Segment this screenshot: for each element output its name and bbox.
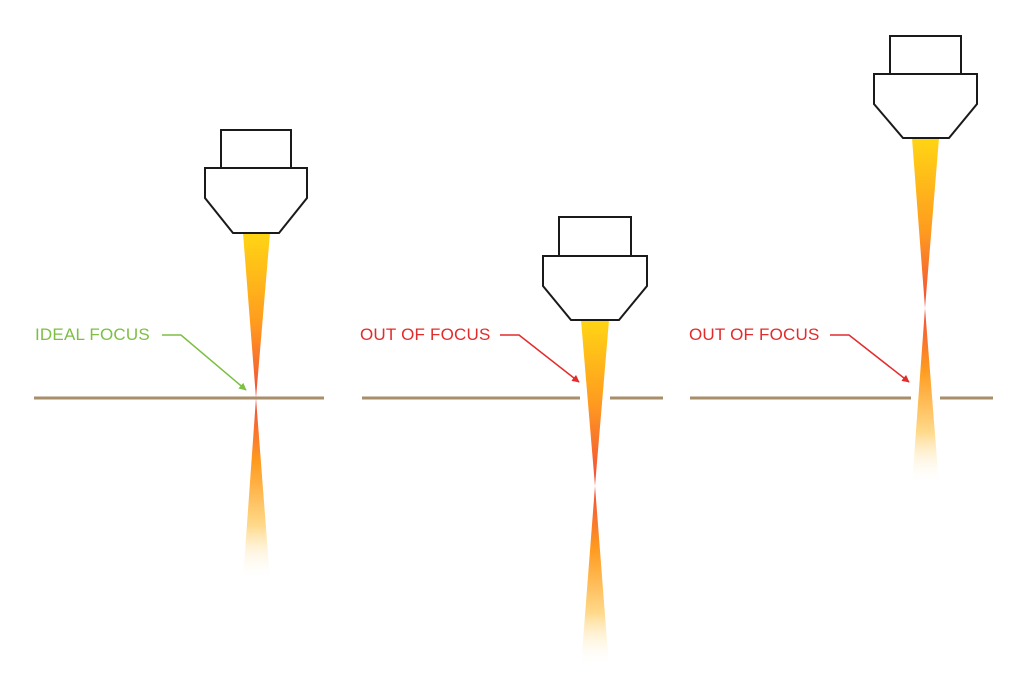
panel-out-of-focus-high bbox=[690, 35, 993, 485]
laser-beam-upper bbox=[581, 320, 609, 486]
panel-out-of-focus-low bbox=[362, 216, 663, 667]
laser-beam-lower bbox=[243, 398, 270, 580]
laser-beam-upper bbox=[243, 233, 270, 398]
laser-nozzle bbox=[204, 129, 308, 234]
laser-beam-lower bbox=[912, 308, 939, 485]
laser-nozzle bbox=[542, 216, 648, 321]
panel-ideal-focus bbox=[34, 129, 324, 580]
ideal-focus-label: IDEAL FOCUS bbox=[35, 325, 150, 344]
laser-nozzle bbox=[873, 35, 978, 139]
laser-beam-upper bbox=[912, 138, 939, 308]
laser-beam-lower bbox=[581, 486, 609, 667]
pointer-arrow bbox=[830, 334, 910, 383]
out-of-focus-label: OUT OF FOCUS bbox=[689, 325, 820, 344]
pointer-arrow bbox=[162, 334, 247, 391]
out-of-focus-label: OUT OF FOCUS bbox=[360, 325, 491, 344]
pointer-arrow bbox=[500, 334, 580, 383]
